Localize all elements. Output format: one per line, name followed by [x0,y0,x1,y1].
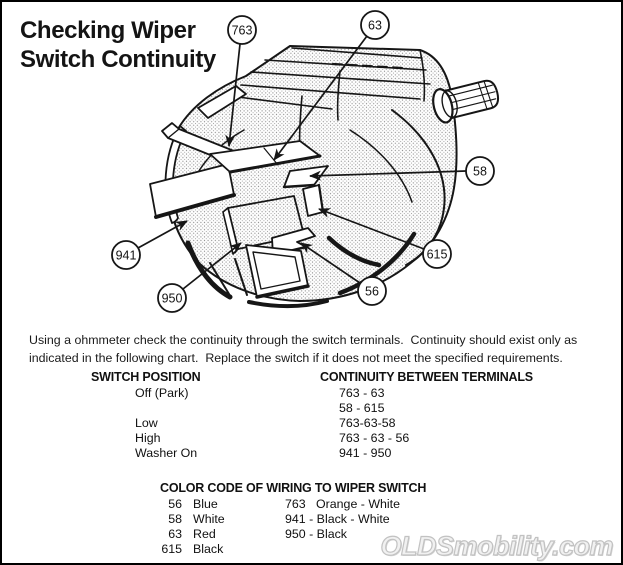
arrow-941 [137,220,188,249]
watermark: OLDSmobility.com [380,530,614,561]
continuity-row: Washer On 941 - 950 [2,446,621,461]
arrow-63 [273,35,368,161]
wiper-switch-illustration: 763 63 58 615 56 941 950 [111,10,500,313]
switch-shaft [432,79,500,124]
terminals-cell: 763 - 63 [339,386,385,400]
title-line-1: Checking Wiper [20,17,196,44]
rim-arc-bottom [247,299,329,309]
arrow-58 [309,170,467,181]
color-code-row: 950 - Black [285,527,347,541]
callout-58: 58 [465,156,495,186]
callout-941: 941 [111,240,141,270]
color-code-row: 763 Orange - White [285,497,401,511]
svg-text:615: 615 [427,248,448,262]
arrow-615 [318,208,425,250]
terminals-cell: 941 - 950 [339,446,392,460]
terminal-number: 58 [168,512,182,526]
terminal-number: 63 [168,527,182,541]
svg-text:63: 63 [368,19,382,33]
arrow-763 [225,43,241,147]
rim-arc-inner-right [326,235,382,268]
svg-text:763: 763 [232,24,253,38]
terminal-plate-950 [245,244,310,299]
continuity-row: Off (Park) 763 - 63 [2,386,621,401]
color-code-row: 941 - Black - White [285,512,390,526]
terminals-cell: 763 - 63 - 56 [339,431,410,445]
switch-position-cell: Washer On [135,446,198,460]
terminal-number: 615 [161,542,182,556]
hidden-edge-dashed-line [331,62,404,70]
wire-color: White [193,512,225,526]
continuity-row: 58 - 615 [2,401,621,416]
color-code-right-column: 763 Orange - White 941 - Black - White 9… [285,497,400,542]
switch-position-cell: Off (Park) [135,386,189,400]
wire-color: Red [193,527,216,541]
continuity-table: Off (Park) 763 - 63 58 - 615 Low 763-63-… [2,386,621,461]
terminal-blade-941 [149,163,236,219]
callout-615: 615 [422,239,452,269]
switch-position-header: SWITCH POSITION [91,370,201,384]
rim-arc-bottom-left [185,240,233,300]
terminal-blade-615 [302,183,325,217]
spoke-lines [209,258,248,296]
wire-color: Black [193,542,224,556]
instructions-paragraph: Using a ohmmeter check the continuity th… [29,333,581,365]
switch-position-cell: Low [135,416,158,430]
terminal-plate-763-63 [209,140,322,174]
callout-763: 763 [227,15,257,45]
wire-color: Blue [193,497,218,511]
svg-text:950: 950 [162,292,183,306]
color-code-title: COLOR CODE OF WIRING TO WIPER SWITCH [160,481,427,495]
page-title: Checking Wiper Switch Continuity [20,16,216,74]
callout-950: 950 [157,283,187,313]
terminal-number: 56 [168,497,182,511]
svg-text:58: 58 [473,165,487,179]
continuity-row: Low 763-63-58 [2,416,621,431]
switch-position-cell: High [135,431,161,445]
callout-arrows [137,35,467,290]
terminals-cell: 763-63-58 [339,416,396,430]
arrow-950 [182,242,242,290]
svg-text:941: 941 [116,249,137,263]
arrow-56 [300,242,361,284]
callout-63: 63 [360,10,390,40]
continuity-row: High 763 - 63 - 56 [2,431,621,446]
continuity-terminals-header: CONTINUITY BETWEEN TERMINALS [320,370,533,384]
terminals-cell: 58 - 615 [339,401,385,415]
rim-arc-bottom-right [337,231,417,296]
svg-text:56: 56 [365,285,379,299]
title-line-2: Switch Continuity [20,46,216,73]
callout-56: 56 [357,276,387,306]
